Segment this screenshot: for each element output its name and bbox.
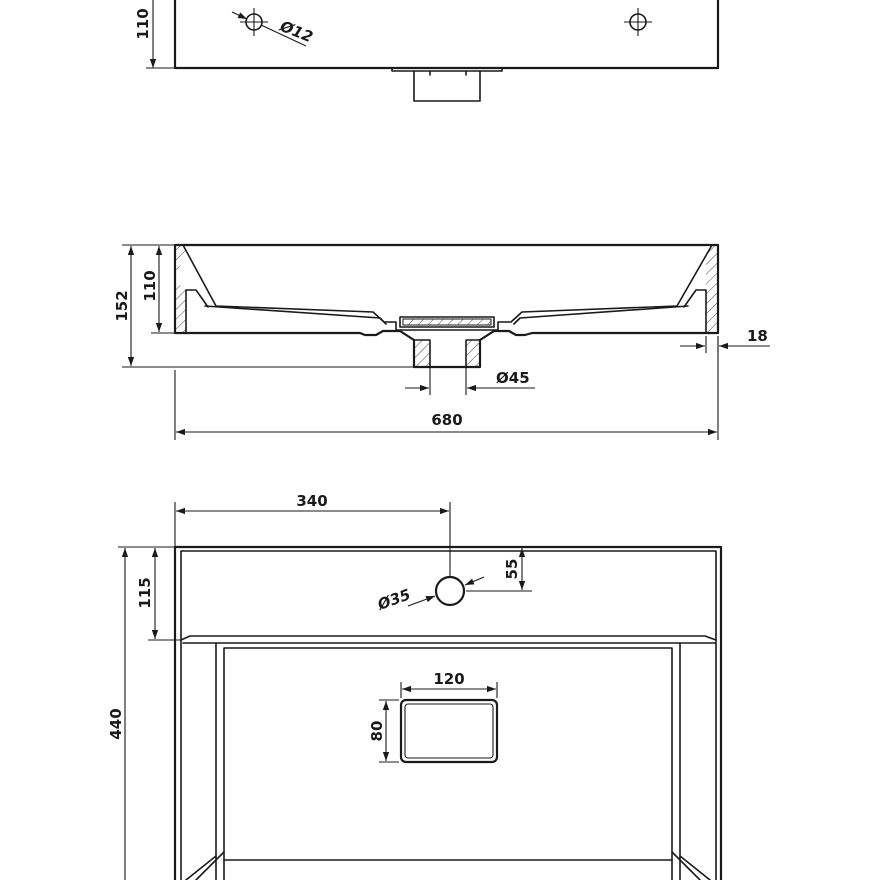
top-view-outer-outline — [173, 545, 723, 880]
top-view-bowl-bottom-corners — [185, 851, 711, 880]
front-view: Ø12 110 — [134, 0, 720, 102]
front-view-drain-pipe — [391, 67, 503, 102]
basin-inner-profile — [182, 244, 713, 331]
drain-grate — [399, 316, 495, 328]
front-view-height-label: 110 — [134, 8, 152, 39]
total-depth-label: 440 — [107, 708, 125, 739]
top-view-bowl-outline — [215, 642, 681, 880]
top-view-rim-inner-line — [180, 550, 717, 880]
tap-hole-leader-left — [407, 595, 436, 607]
top-view: Ø35 340 55 115 440 120 80 — [107, 492, 723, 880]
tap-hole — [434, 575, 466, 607]
tap-hole-leader-right — [464, 576, 485, 586]
front-view-outline — [173, 0, 720, 70]
section-inner-height-label: 110 — [141, 270, 159, 301]
tap-hole-diameter-label: Ø35 — [374, 585, 413, 614]
drain-pipe-right-hatch — [466, 340, 480, 367]
left-wall-hatch — [175, 245, 187, 333]
section-drain-diameter-label: Ø45 — [496, 369, 530, 387]
top-view-deck-edge — [180, 635, 717, 641]
section-total-height-label: 152 — [113, 290, 131, 321]
right-wall-hatch — [706, 245, 718, 333]
drain-height-label: 80 — [368, 721, 386, 742]
basin-inner-bottom — [204, 305, 689, 325]
tap-hole-distance-label: 55 — [503, 559, 521, 580]
front-view-right-hole — [624, 8, 652, 36]
front-view-left-hole — [240, 8, 268, 36]
drain-width-label: 120 — [433, 670, 464, 688]
basin-outer-profile — [173, 243, 720, 369]
section-wall-thickness-label: 18 — [747, 327, 768, 345]
drain-pipe-left-hatch — [414, 340, 430, 367]
front-view-hole-leader-tail — [260, 24, 307, 47]
section-width-label: 680 — [431, 411, 462, 429]
deck-depth-label: 115 — [136, 577, 154, 608]
front-view-hole-leader — [231, 11, 248, 20]
drain-rectangle-inner — [404, 703, 494, 759]
drain-rectangle — [399, 698, 499, 764]
drain-grate-hatch — [402, 318, 492, 326]
right-wall-inner-edge — [683, 289, 707, 334]
left-wall-inner-edge — [185, 289, 209, 334]
tap-hole-offset-label: 340 — [296, 492, 327, 510]
section-view: 152 110 18 Ø45 680 — [113, 243, 770, 440]
